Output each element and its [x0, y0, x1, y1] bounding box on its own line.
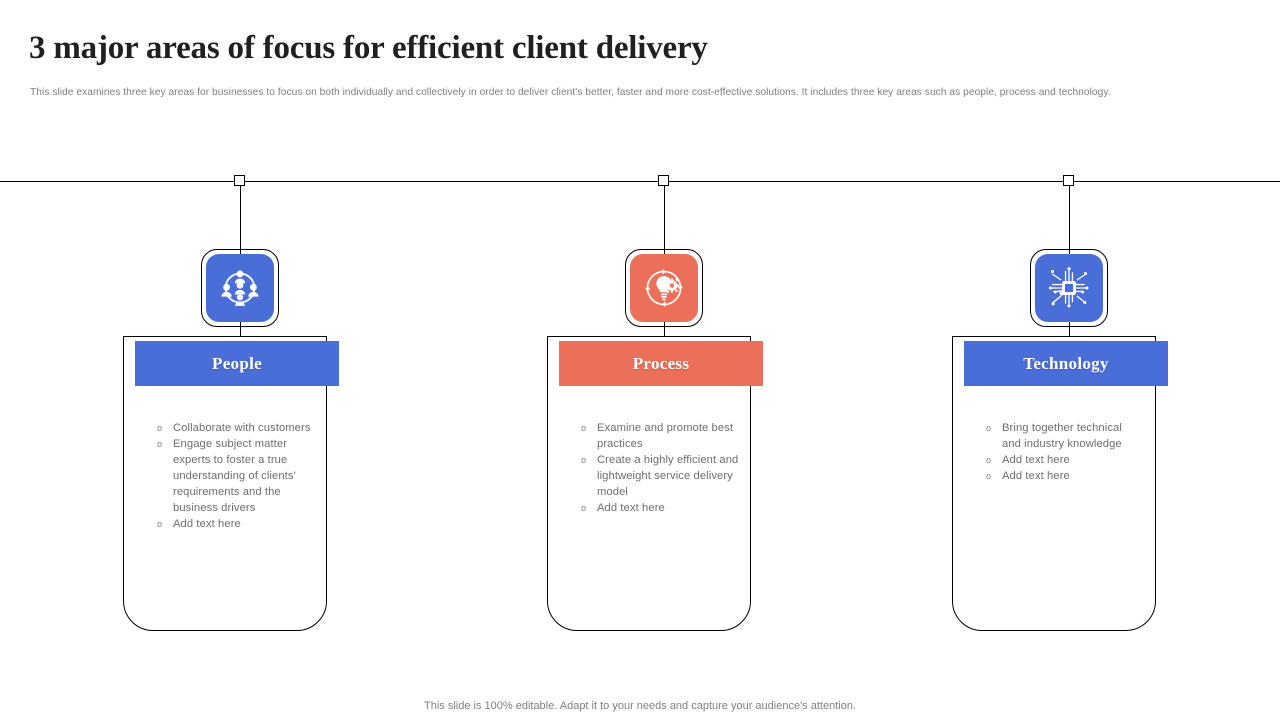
card-outline-people — [123, 336, 327, 631]
list-item: o Add text here — [986, 452, 1144, 468]
bullet-icon: o — [986, 423, 992, 433]
lightbulb-gear-process-icon — [630, 254, 698, 322]
bullet-icon: o — [581, 423, 587, 433]
connector-line-process-lower — [664, 320, 665, 336]
card-outline-technology — [952, 336, 1156, 631]
connector-line-process-upper — [664, 186, 665, 256]
card-body-technology: o Bring together technical and industry … — [964, 392, 1154, 484]
list-item-text: Examine and promote best practices — [597, 422, 734, 450]
list-item: o Bring together technical and industry … — [986, 420, 1144, 452]
bullet-icon: o — [986, 455, 992, 465]
list-item-text: Add text here — [173, 518, 241, 530]
card-header-people: People — [135, 341, 339, 386]
bullet-icon: o — [986, 471, 992, 481]
card-title-people: People — [212, 353, 262, 373]
connector-line-people-upper — [240, 186, 241, 256]
card-header-process: Process — [559, 341, 763, 386]
list-item-text: Add text here — [597, 502, 665, 514]
list-item-text: Create a highly efficient and lightweigh… — [597, 454, 739, 498]
bullet-icon: o — [581, 455, 587, 465]
page-title: 3 major areas of focus for efficient cli… — [29, 30, 708, 66]
timeline-marker-process[interactable] — [658, 175, 669, 186]
list-item-text: Engage subject matter experts to foster … — [173, 438, 296, 514]
card-body-people: o Collaborate with customers o Engage su… — [135, 392, 325, 532]
timeline-axis — [0, 181, 1280, 182]
connector-line-technology-lower — [1069, 320, 1070, 336]
icon-tile-outline-technology — [1030, 249, 1108, 327]
card-header-technology: Technology — [964, 341, 1168, 386]
card-title-technology: Technology — [1023, 353, 1109, 373]
list-item-text: Collaborate with customers — [173, 422, 311, 434]
connector-line-technology-upper — [1069, 186, 1070, 256]
list-item-text: Add text here — [1002, 454, 1070, 466]
list-item: o Add text here — [157, 516, 315, 532]
microchip-circuit-icon — [1035, 254, 1103, 322]
icon-tile-technology[interactable] — [1030, 249, 1108, 327]
icon-tile-process[interactable] — [625, 249, 703, 327]
list-item: o Add text here — [581, 500, 739, 516]
footer-note: This slide is 100% editable. Adapt it to… — [424, 700, 856, 712]
list-item: o Collaborate with customers — [157, 420, 315, 436]
bullet-icon: o — [581, 503, 587, 513]
icon-tile-outline-people — [201, 249, 279, 327]
bullet-icon: o — [157, 439, 163, 449]
icon-tile-people[interactable] — [201, 249, 279, 327]
list-item-text: Add text here — [1002, 470, 1070, 482]
timeline-marker-people[interactable] — [234, 175, 245, 186]
list-item: o Engage subject matter experts to foste… — [157, 436, 315, 516]
list-item-text: Bring together technical and industry kn… — [1002, 422, 1122, 450]
list-item: o Examine and promote best practices — [581, 420, 739, 452]
card-body-process: o Examine and promote best practices o C… — [559, 392, 749, 516]
icon-tile-outline-process — [625, 249, 703, 327]
list-item: o Create a highly efficient and lightwei… — [581, 452, 739, 500]
bullet-icon: o — [157, 519, 163, 529]
timeline-marker-technology[interactable] — [1063, 175, 1074, 186]
slide-description: This slide examines three key areas for … — [30, 87, 1111, 98]
bullet-icon: o — [157, 423, 163, 433]
people-network-icon — [206, 254, 274, 322]
connector-line-people-lower — [240, 320, 241, 336]
card-title-process: Process — [632, 353, 690, 373]
list-item: o Add text here — [986, 468, 1144, 484]
card-outline-process — [547, 336, 751, 631]
